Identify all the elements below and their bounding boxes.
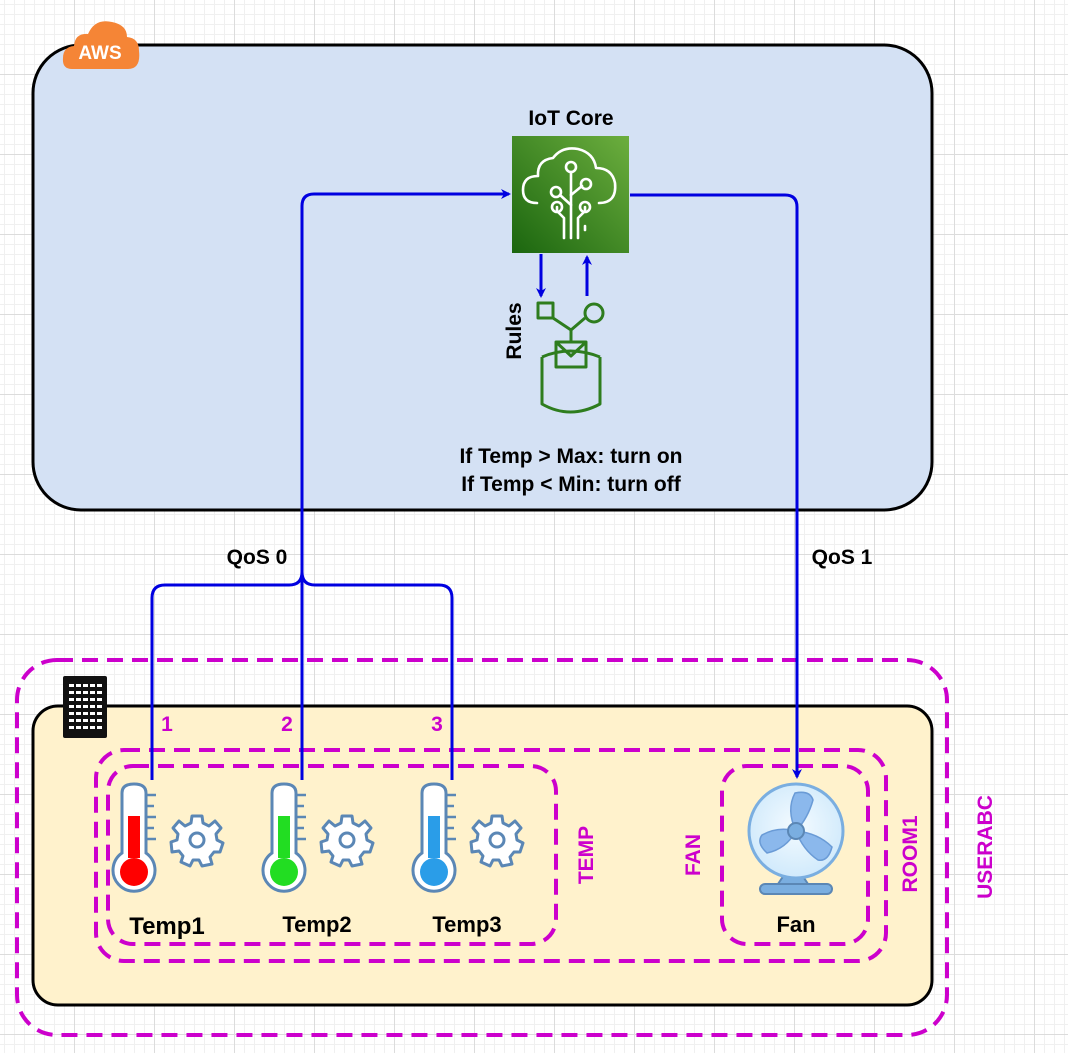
channel-1-label: 1 [161,713,173,736]
group-temp [106,764,558,946]
connector-sensor1-bus [150,571,304,780]
channel-3-label: 3 [431,713,443,736]
connector-sensor3-bus [300,571,454,780]
thermometer-blue-icon [411,782,457,893]
group-label-fan: FAN [682,834,705,876]
thermometer-red-icon [111,782,157,893]
group-userabc [15,658,949,1037]
gear-icon [319,814,375,868]
qos-fan-label: QoS 1 [812,546,873,569]
building-icon [63,676,107,738]
device-label-temp2: Temp2 [282,912,351,937]
channel-2-label: 2 [281,713,293,736]
group-room1 [94,748,888,963]
connector-iot-to-fan [630,193,802,779]
aws-badge-text: AWS [78,43,121,64]
fan-icon [747,782,845,895]
device-label-temp1: Temp1 [129,913,205,940]
iot-core-icon [512,136,629,253]
aws-logo: AWS [62,21,140,69]
qos-sensors-label: QoS 0 [227,546,288,569]
aws-cloud-container [31,43,934,512]
group-fan [720,764,870,946]
device-label-fan: Fan [776,912,815,937]
device-label-temp3: Temp3 [432,912,501,937]
group-label-temp: TEMP [575,826,598,884]
connector-sensors-to-iot [300,189,511,780]
rule-text-line2: If Temp < Min: turn off [461,473,682,496]
group-label-room: ROOM1 [899,815,922,892]
gear-icon [169,814,225,868]
group-label-user: USERABC [974,795,997,899]
rules-icon [536,301,605,414]
gear-icon [469,814,525,868]
rule-text-line1: If Temp > Max: turn on [459,445,682,468]
iot-core-label: IoT Core [528,107,613,130]
thermometer-green-icon [261,782,307,893]
rules-label: Rules [503,302,526,359]
